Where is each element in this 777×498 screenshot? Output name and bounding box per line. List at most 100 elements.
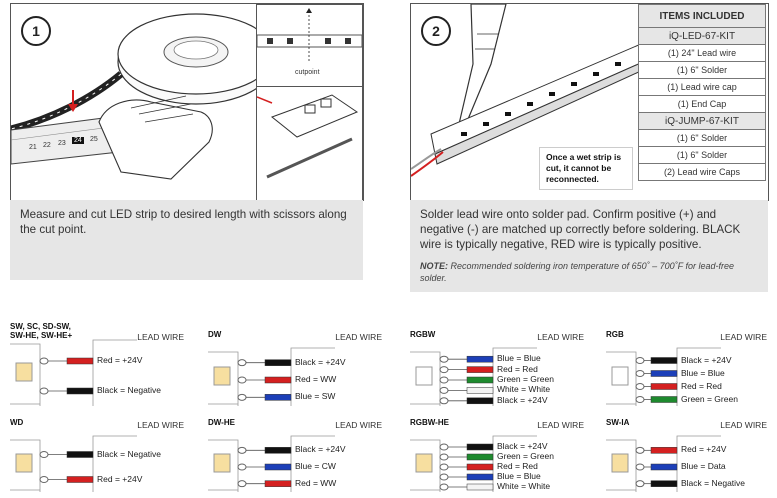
items-table-header: ITEMS INCLUDED	[638, 4, 766, 28]
wire-label: Black = Negative	[97, 385, 162, 395]
led-chip	[611, 453, 629, 473]
solder-pad	[439, 443, 449, 451]
wire-label: Red = Red	[681, 380, 722, 391]
wire-label: Green = Green	[497, 374, 554, 384]
wire-label: Red = WW	[295, 477, 337, 488]
note-text: Recommended soldering iron temperature o…	[420, 261, 734, 283]
cutpoint-drawing	[257, 8, 362, 63]
step2-caption-box	[410, 200, 768, 292]
strip-outline	[606, 439, 637, 492]
lead-wire-bracket	[92, 339, 137, 406]
cutpoint-inset: cutpoint	[256, 4, 363, 88]
strip-outline	[410, 439, 441, 492]
wire-label: Blue = Blue	[497, 353, 541, 364]
wiring-diagram-title: DW	[208, 330, 222, 339]
wiring-diagram-drawing	[10, 435, 137, 492]
solder-pad	[635, 357, 645, 364]
ruler-mark: 21	[29, 144, 37, 151]
solder-pad	[39, 357, 49, 365]
kit-item: (1) End Cap	[638, 95, 766, 113]
kit-name: iQ-JUMP-67-KIT	[638, 112, 766, 130]
lead-wire-label: LEAD WIRE	[720, 332, 767, 342]
wire-label: Green = Green	[681, 393, 738, 404]
solder-pad	[39, 387, 49, 395]
wire-label: Blue = Blue	[681, 367, 725, 378]
solder-pad	[237, 446, 247, 454]
wire-label: Black = +24V	[681, 354, 732, 365]
step1-number: 1	[21, 16, 51, 46]
lead-wire-label: LEAD WIRE	[335, 332, 382, 342]
lead-wire-label: LEAD WIRE	[537, 420, 584, 430]
lead-wire-label: LEAD WIRE	[335, 420, 382, 430]
wire-insulation	[466, 463, 494, 471]
solder-pad	[635, 446, 645, 454]
wire-label: Red = +24V	[97, 355, 143, 365]
solder-pad	[439, 483, 449, 491]
kit-item: (1) 6" Solder	[638, 146, 766, 164]
wire-insulation	[264, 447, 292, 454]
wiring-diagram-title: RGBW-HE	[410, 418, 449, 427]
wire-label: Blue = Data	[681, 461, 726, 471]
wiring-diagram-drawing	[208, 347, 335, 406]
wire-label: Black = Negative	[97, 448, 162, 459]
kit-item: (1) Lead wire cap	[638, 78, 766, 96]
strip-outline	[208, 351, 239, 406]
wire-insulation	[650, 383, 678, 390]
wire-insulation	[466, 473, 494, 481]
solder-pad	[635, 463, 645, 471]
wire-insulation	[66, 357, 94, 365]
strip-outline	[208, 439, 239, 492]
solder-pad	[439, 463, 449, 471]
wire-insulation	[466, 387, 494, 394]
wiring-diagram-drawing	[410, 347, 537, 406]
wiring-diagram-drawing	[606, 435, 721, 492]
wiring-diagram-title: DW-HE	[208, 418, 235, 427]
wire-insulation	[264, 463, 292, 471]
solder-pad-drawing	[257, 94, 359, 179]
step1-caption-box	[10, 200, 363, 280]
kit-name: iQ-LED-67-KIT	[638, 27, 766, 45]
solder-pad	[39, 451, 49, 458]
wire-label: White = White	[497, 481, 551, 491]
lead-wire-bracket	[492, 435, 537, 492]
wire-label: Black = Negative	[681, 477, 746, 488]
wiring-diagram-drawing	[410, 435, 537, 492]
step2-drawing	[411, 4, 644, 177]
wire-insulation	[466, 355, 494, 363]
lead-wire-bracket	[492, 347, 537, 406]
wire-insulation	[264, 480, 292, 487]
wire-insulation	[466, 443, 494, 451]
led-chip	[415, 366, 433, 386]
lead-wire-label: LEAD WIRE	[537, 332, 584, 342]
wire-insulation	[466, 376, 494, 384]
wiring-diagram-title: SW, SC, SD-SW, SW-HE, SW-HE+	[10, 322, 73, 340]
wire-label: Blue = Blue	[497, 471, 541, 481]
wire-insulation	[264, 359, 292, 366]
step1-caption: Measure and cut LED strip to desired len…	[20, 208, 347, 236]
step2-caption: Solder lead wire onto solder pad. Confir…	[420, 208, 741, 251]
wire-label: Black = +24V	[497, 394, 548, 405]
note-label: NOTE:	[420, 261, 448, 271]
solder-pad	[635, 480, 645, 488]
wire-label: Black = +24V	[497, 441, 548, 451]
solder-pad	[635, 370, 645, 377]
solder-pad	[237, 376, 247, 384]
wire-label: Black = +24V	[295, 444, 346, 455]
wire-insulation	[466, 453, 494, 461]
ruler-mark: 25	[90, 136, 98, 143]
wire-insulation	[650, 357, 678, 364]
strip-outline	[10, 343, 41, 406]
solder-pad	[439, 386, 449, 394]
solder-pad	[439, 453, 449, 461]
solder-pad	[439, 397, 449, 405]
lead-wire-bracket	[290, 435, 335, 492]
wire-label: Blue = SW	[295, 391, 336, 402]
wiring-diagram-drawing	[606, 347, 721, 406]
wiring-diagram-title: SW-IA	[606, 418, 630, 427]
wire-label: Red = +24V	[97, 473, 143, 484]
solder-pad	[39, 476, 49, 483]
solder-pad	[237, 480, 247, 488]
